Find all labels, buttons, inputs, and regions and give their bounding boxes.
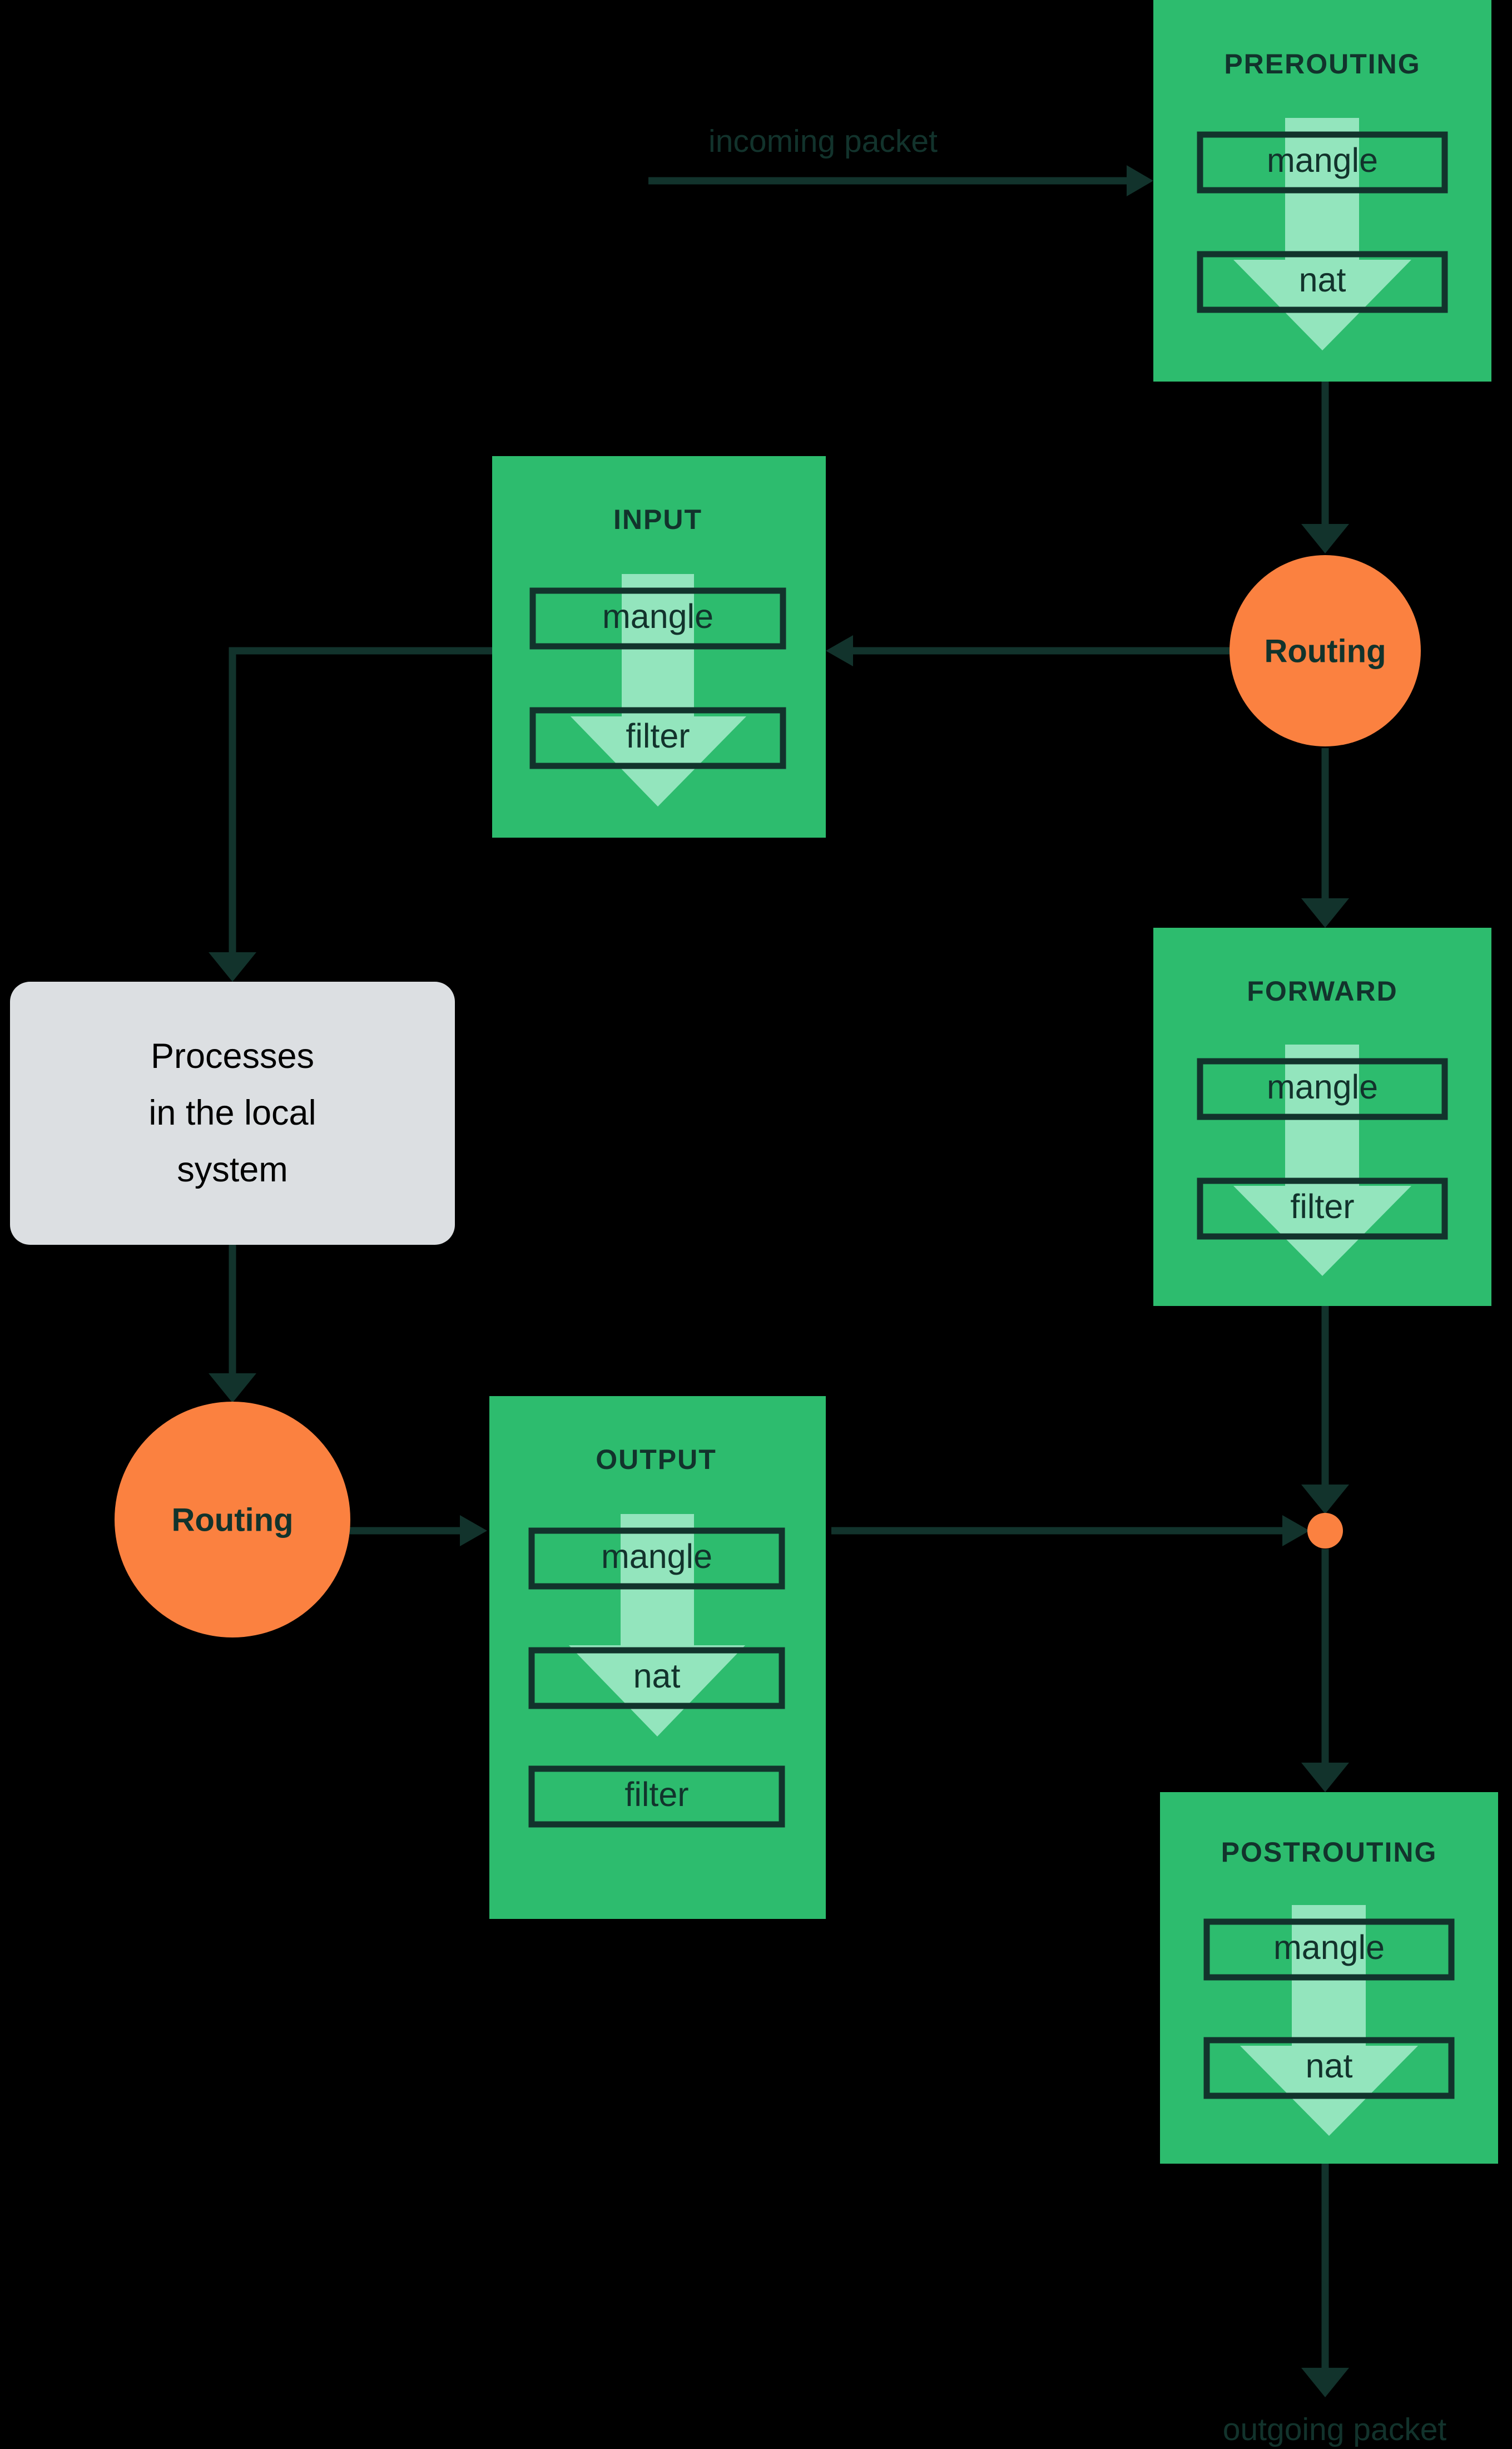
table-rect-output-filter — [528, 1765, 785, 1828]
connector-routing-to-forward — [1301, 748, 1349, 928]
table-label-forward-filter: filter — [1290, 1188, 1354, 1225]
chain-prerouting[interactable]: PREROUTING mangle nat — [1153, 0, 1491, 382]
connector-processes-to-routing — [209, 1245, 256, 1403]
table-rect-output-mangle — [528, 1527, 785, 1590]
table-rect-postrouting-mangle — [1203, 1918, 1455, 1981]
incoming-packet-label: incoming packet — [708, 123, 938, 159]
routing-node-bottom[interactable]: Routing — [115, 1402, 350, 1637]
local-processes-line-3: system — [177, 1150, 288, 1189]
chain-prerouting-title: PREROUTING — [1224, 48, 1420, 80]
connector-input-to-processes — [209, 647, 492, 982]
flow-band-postrouting — [1240, 1905, 1418, 2136]
table-rect-prerouting-mangle — [1197, 131, 1448, 194]
flow-band-prerouting — [1233, 118, 1411, 350]
table-label-prerouting-nat: nat — [1299, 261, 1346, 299]
chain-output[interactable]: OUTPUT mangle nat filter — [489, 1396, 826, 1919]
table-label-output-nat: nat — [633, 1657, 681, 1695]
local-processes-line-2: in the local — [148, 1094, 316, 1132]
chain-postrouting-title: POSTROUTING — [1221, 1837, 1437, 1868]
chain-forward[interactable]: FORWARD mangle filter — [1153, 928, 1491, 1306]
table-label-input-mangle: mangle — [602, 597, 713, 635]
flow-band-forward — [1233, 1045, 1411, 1276]
chain-input-title: INPUT — [613, 504, 702, 535]
table-rect-output-nat — [528, 1647, 785, 1709]
table-label-postrouting-mangle: mangle — [1273, 1928, 1385, 1966]
outgoing-packet-label: outgoing packet — [1223, 2412, 1447, 2447]
connector-prerouting-to-routing — [1301, 381, 1349, 553]
connector-forward-to-junction — [1301, 1306, 1349, 1514]
chain-postrouting[interactable]: POSTROUTING mangle nat — [1160, 1792, 1498, 2164]
table-rect-forward-filter — [1197, 1178, 1448, 1240]
connector-routing-to-output — [345, 1515, 487, 1546]
routing-node-top-label: Routing — [1264, 633, 1386, 669]
table-label-output-mangle: mangle — [601, 1537, 712, 1575]
flow-band-input — [571, 574, 746, 807]
connector-routing-to-input — [826, 635, 1254, 666]
local-processes-box[interactable]: Processes in the local system — [10, 982, 455, 1245]
chain-forward-title: FORWARD — [1247, 976, 1397, 1007]
table-rect-prerouting-nat — [1197, 251, 1448, 313]
junction-dot — [1307, 1513, 1343, 1548]
table-label-input-filter: filter — [626, 717, 690, 755]
connector-incoming-packet — [648, 165, 1153, 196]
routing-node-top[interactable]: Routing — [1230, 555, 1421, 746]
table-rect-input-mangle — [529, 587, 786, 650]
local-processes-line-1: Processes — [151, 1037, 314, 1076]
table-label-output-filter: filter — [624, 1775, 688, 1813]
table-rect-forward-mangle — [1197, 1058, 1448, 1120]
table-rect-input-filter — [529, 707, 786, 769]
table-label-postrouting-nat: nat — [1306, 2047, 1353, 2085]
connector-junction-to-postrouting — [1301, 1549, 1349, 1792]
routing-node-bottom-label: Routing — [171, 1502, 293, 1538]
chain-output-title: OUTPUT — [596, 1444, 717, 1475]
table-label-prerouting-mangle: mangle — [1267, 141, 1378, 179]
connector-output-to-junction — [831, 1515, 1310, 1546]
chain-input[interactable]: INPUT mangle filter — [492, 456, 826, 838]
table-rect-postrouting-nat — [1203, 2037, 1455, 2099]
connector-postrouting-to-outgoing — [1301, 2164, 1349, 2397]
table-label-forward-mangle: mangle — [1267, 1068, 1378, 1106]
